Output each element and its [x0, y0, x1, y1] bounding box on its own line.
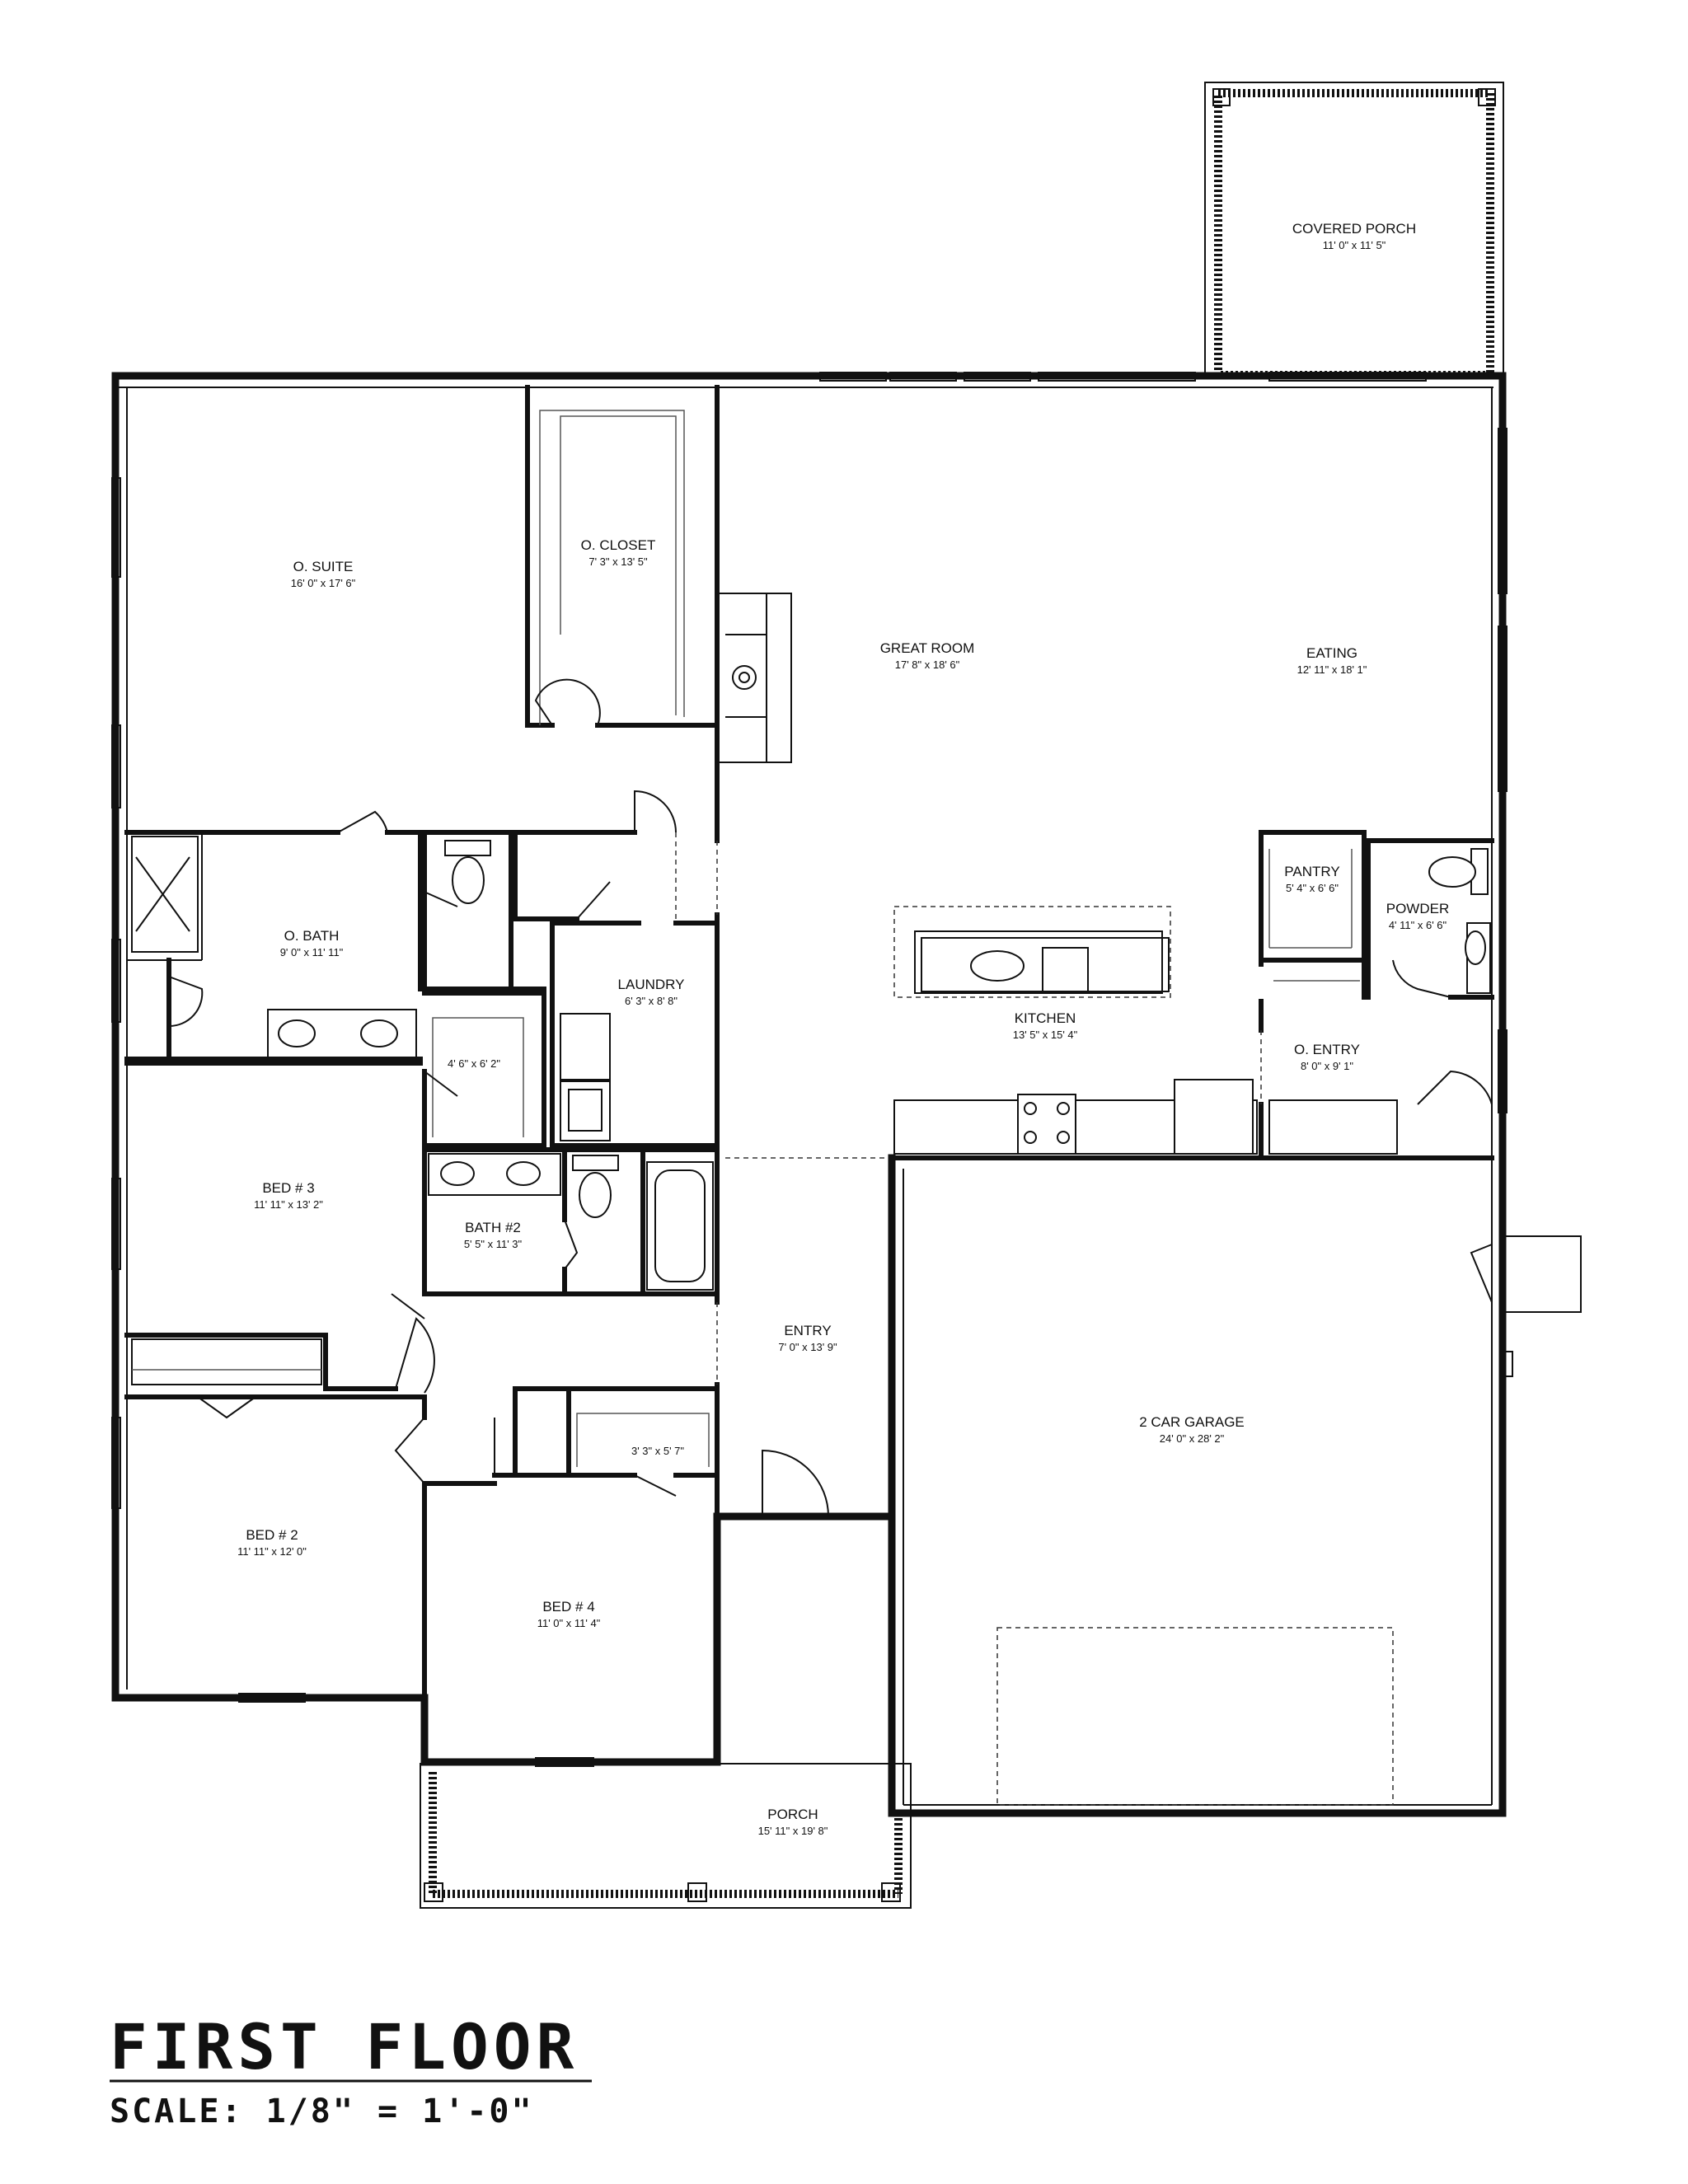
- closet-small-dim: 3' 3" x 5' 7": [631, 1445, 684, 1457]
- laundry-dim: 6' 3" x 8' 8": [625, 995, 678, 1007]
- garage-label: 2 CAR GARAGE: [1139, 1414, 1245, 1430]
- bed3-dim: 11' 11" x 13' 2": [254, 1198, 323, 1211]
- powder-label: POWDER: [1386, 901, 1450, 916]
- bed3-label: BED # 3: [262, 1180, 314, 1196]
- powder-dim: 4' 11" x 6' 6": [1389, 919, 1447, 931]
- exterior-walls: [111, 372, 1507, 1817]
- bed2-label: BED # 2: [246, 1527, 298, 1543]
- laundry-label: LAUNDRY: [618, 977, 685, 992]
- wic-dim: 4' 6" x 6' 2": [448, 1057, 500, 1070]
- bed2-dim: 11' 11" x 12' 0": [237, 1545, 307, 1558]
- fixtures: [131, 836, 1582, 1377]
- great-room-label: GREAT ROOM: [880, 640, 975, 656]
- title-block: FIRST FLOOR SCALE: 1/8" = 1'-0": [110, 2010, 592, 2130]
- o-bath-dim: 9' 0" x 11' 11": [280, 946, 344, 958]
- openings: [716, 841, 1394, 1806]
- bath2-dim: 5' 5" x 11' 3": [464, 1238, 523, 1250]
- room-labels: COVERED PORCH 11' 0" x 11' 5" O. SUITE 1…: [237, 221, 1449, 1837]
- covered-porch-label: COVERED PORCH: [1292, 221, 1416, 237]
- garage-dim: 24' 0" x 28' 2": [1160, 1432, 1225, 1445]
- pantry-dim: 5' 4" x 6' 6": [1286, 882, 1339, 894]
- windows: [111, 372, 1507, 1767]
- entry-dim: 7' 0" x 13' 9": [778, 1341, 837, 1353]
- plan-scale: SCALE: 1/8" = 1'-0": [110, 2093, 534, 2130]
- front-porch-structure: [420, 1763, 912, 1909]
- closet-shelves: [131, 410, 1360, 1467]
- eating-dim: 12' 11" x 18' 1": [1297, 663, 1367, 676]
- interior-walls: [124, 385, 1494, 1700]
- pantry-label: PANTRY: [1284, 864, 1339, 879]
- o-bath-label: O. BATH: [284, 928, 340, 944]
- porch-dim: 15' 11" x 19' 8": [758, 1825, 828, 1837]
- o-suite-label: O. SUITE: [293, 559, 354, 574]
- o-entry-dim: 8' 0" x 9' 1": [1301, 1060, 1353, 1072]
- covered-porch-dim: 11' 0" x 11' 5": [1323, 239, 1386, 251]
- o-closet-dim: 7' 3" x 13' 5": [588, 555, 648, 568]
- porch-label: PORCH: [767, 1807, 818, 1822]
- plan-title: FIRST FLOOR: [110, 2010, 579, 2083]
- o-entry-label: O. ENTRY: [1294, 1042, 1360, 1057]
- o-closet-label: O. CLOSET: [581, 537, 656, 553]
- doors: [168, 678, 1493, 1517]
- kitchen-label: KITCHEN: [1015, 1010, 1076, 1026]
- eating-label: EATING: [1306, 645, 1357, 661]
- bed4-label: BED # 4: [542, 1599, 594, 1615]
- entry-label: ENTRY: [784, 1323, 831, 1338]
- bath2-label: BATH #2: [465, 1220, 521, 1235]
- great-room-dim: 17' 8" x 18' 6": [895, 658, 960, 671]
- kitchen-dim: 13' 5" x 15' 4": [1013, 1029, 1078, 1041]
- bed4-dim: 11' 0" x 11' 4": [537, 1617, 601, 1629]
- o-suite-dim: 16' 0" x 17' 6": [291, 577, 356, 589]
